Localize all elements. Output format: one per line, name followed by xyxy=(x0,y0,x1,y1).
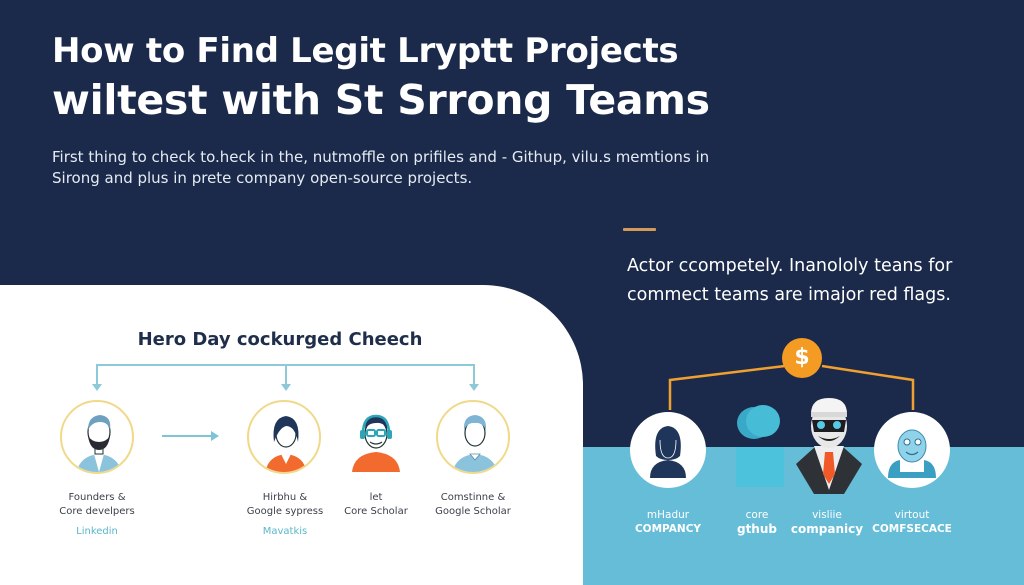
tree-branch xyxy=(285,364,287,386)
developer-headphones-avatar-icon xyxy=(346,410,406,472)
arrow-right-icon xyxy=(162,431,219,441)
accent-divider xyxy=(623,228,656,231)
person-name: Hirbhu & xyxy=(262,492,308,503)
bearded-man-avatar-icon xyxy=(60,400,134,474)
masked-scammer-icon xyxy=(794,394,864,494)
title-line-1: How to Find Legit Lryptt Projects xyxy=(52,31,679,71)
person-role: Core develpers xyxy=(59,506,135,517)
anonymous-woman-silhouette-icon xyxy=(630,412,706,488)
person-role: Google sypress xyxy=(246,506,324,517)
member-org: COMPANCY xyxy=(634,523,702,535)
person-label: Founders & Core develpers Linkedin xyxy=(37,491,157,539)
member-role: core xyxy=(745,509,769,521)
person-role: Google Scholar xyxy=(435,506,511,517)
team-member-label: core gthub xyxy=(707,508,807,536)
team-check-title: Hero Day cockurged Cheech xyxy=(137,329,423,350)
linkedin-link[interactable]: Linkedin xyxy=(76,526,118,537)
arrow-down-icon xyxy=(281,384,291,391)
arrow-down-icon xyxy=(92,384,102,391)
member-role: virtout xyxy=(894,509,930,521)
person-name: Founders & xyxy=(68,492,126,503)
team-member-label: visliie companicy xyxy=(777,508,877,536)
person-label: let Core Scholar xyxy=(316,491,436,519)
person-role: Core Scholar xyxy=(344,506,408,517)
dollar-icon: $ xyxy=(782,338,822,378)
page-title: How to Find Legit Lryptt Projects wiltes… xyxy=(52,30,710,121)
title-line-2: wiltest with St Srrong Teams xyxy=(52,76,710,124)
member-org: companicy xyxy=(790,522,864,536)
woman-avatar-icon xyxy=(247,400,321,474)
person-label: Comstinne & Google Scholar xyxy=(413,491,533,519)
money-connector-lines xyxy=(668,364,915,410)
member-org: COMFSECACE xyxy=(872,523,952,535)
arrow-down-icon xyxy=(469,384,479,391)
red-flag-warning-text: Actor ccompetely. Inanololy teans for co… xyxy=(627,256,953,305)
team-member-label: virtout COMFSECACE xyxy=(862,508,962,536)
person-label: Hirbhu & Google sypress Mavatkis xyxy=(225,491,345,539)
fake-smiling-avatar-icon xyxy=(874,412,950,488)
member-role: visliie xyxy=(812,509,842,521)
member-role: mHadur xyxy=(646,509,690,521)
person-name: let xyxy=(369,492,383,503)
tree-branch xyxy=(96,364,98,386)
team-member-label: mHadur COMPANCY xyxy=(618,508,718,536)
profile-link[interactable]: Mavatkis xyxy=(262,526,308,537)
young-man-avatar-icon xyxy=(436,400,510,474)
intro-text: First thing to check to.heck in the, nut… xyxy=(52,148,710,187)
member-org: gthub xyxy=(736,522,777,536)
person-name: Comstinne & xyxy=(440,492,506,503)
faceless-blob-icon xyxy=(732,405,786,487)
tree-branch xyxy=(473,364,475,386)
